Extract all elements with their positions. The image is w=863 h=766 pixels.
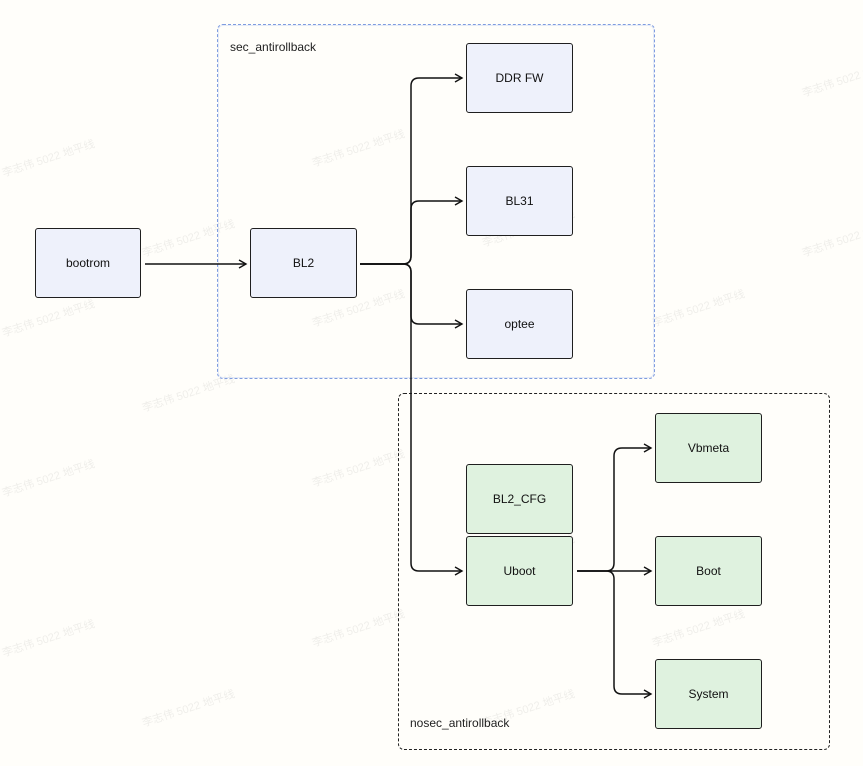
uboot-node[interactable]: Uboot [466,536,573,606]
system-node[interactable]: System [655,659,762,729]
bootrom-node[interactable]: bootrom [35,228,141,298]
nosec-antirollback-group [398,393,830,750]
sec-antirollback-label: sec_antirollback [230,40,317,54]
optee-node[interactable]: optee [466,289,573,359]
bl2-cfg-node[interactable]: BL2_CFG [466,464,573,534]
bl2-node[interactable]: BL2 [250,228,357,298]
edge-bl2-bl31 [360,196,464,265]
edge-uboot-vbmeta [577,443,653,572]
edge-uboot-system [577,570,653,699]
vbmeta-node[interactable]: Vbmeta [655,413,762,483]
sec-antirollback-group [217,24,655,379]
nosec-antirollback-label: nosec_antirollback [410,716,510,730]
ddr-fw-node[interactable]: DDR FW [466,43,573,113]
bl31-node[interactable]: BL31 [466,166,573,236]
boot-node[interactable]: Boot [655,536,762,606]
edge-bl2-uboot [360,263,464,576]
